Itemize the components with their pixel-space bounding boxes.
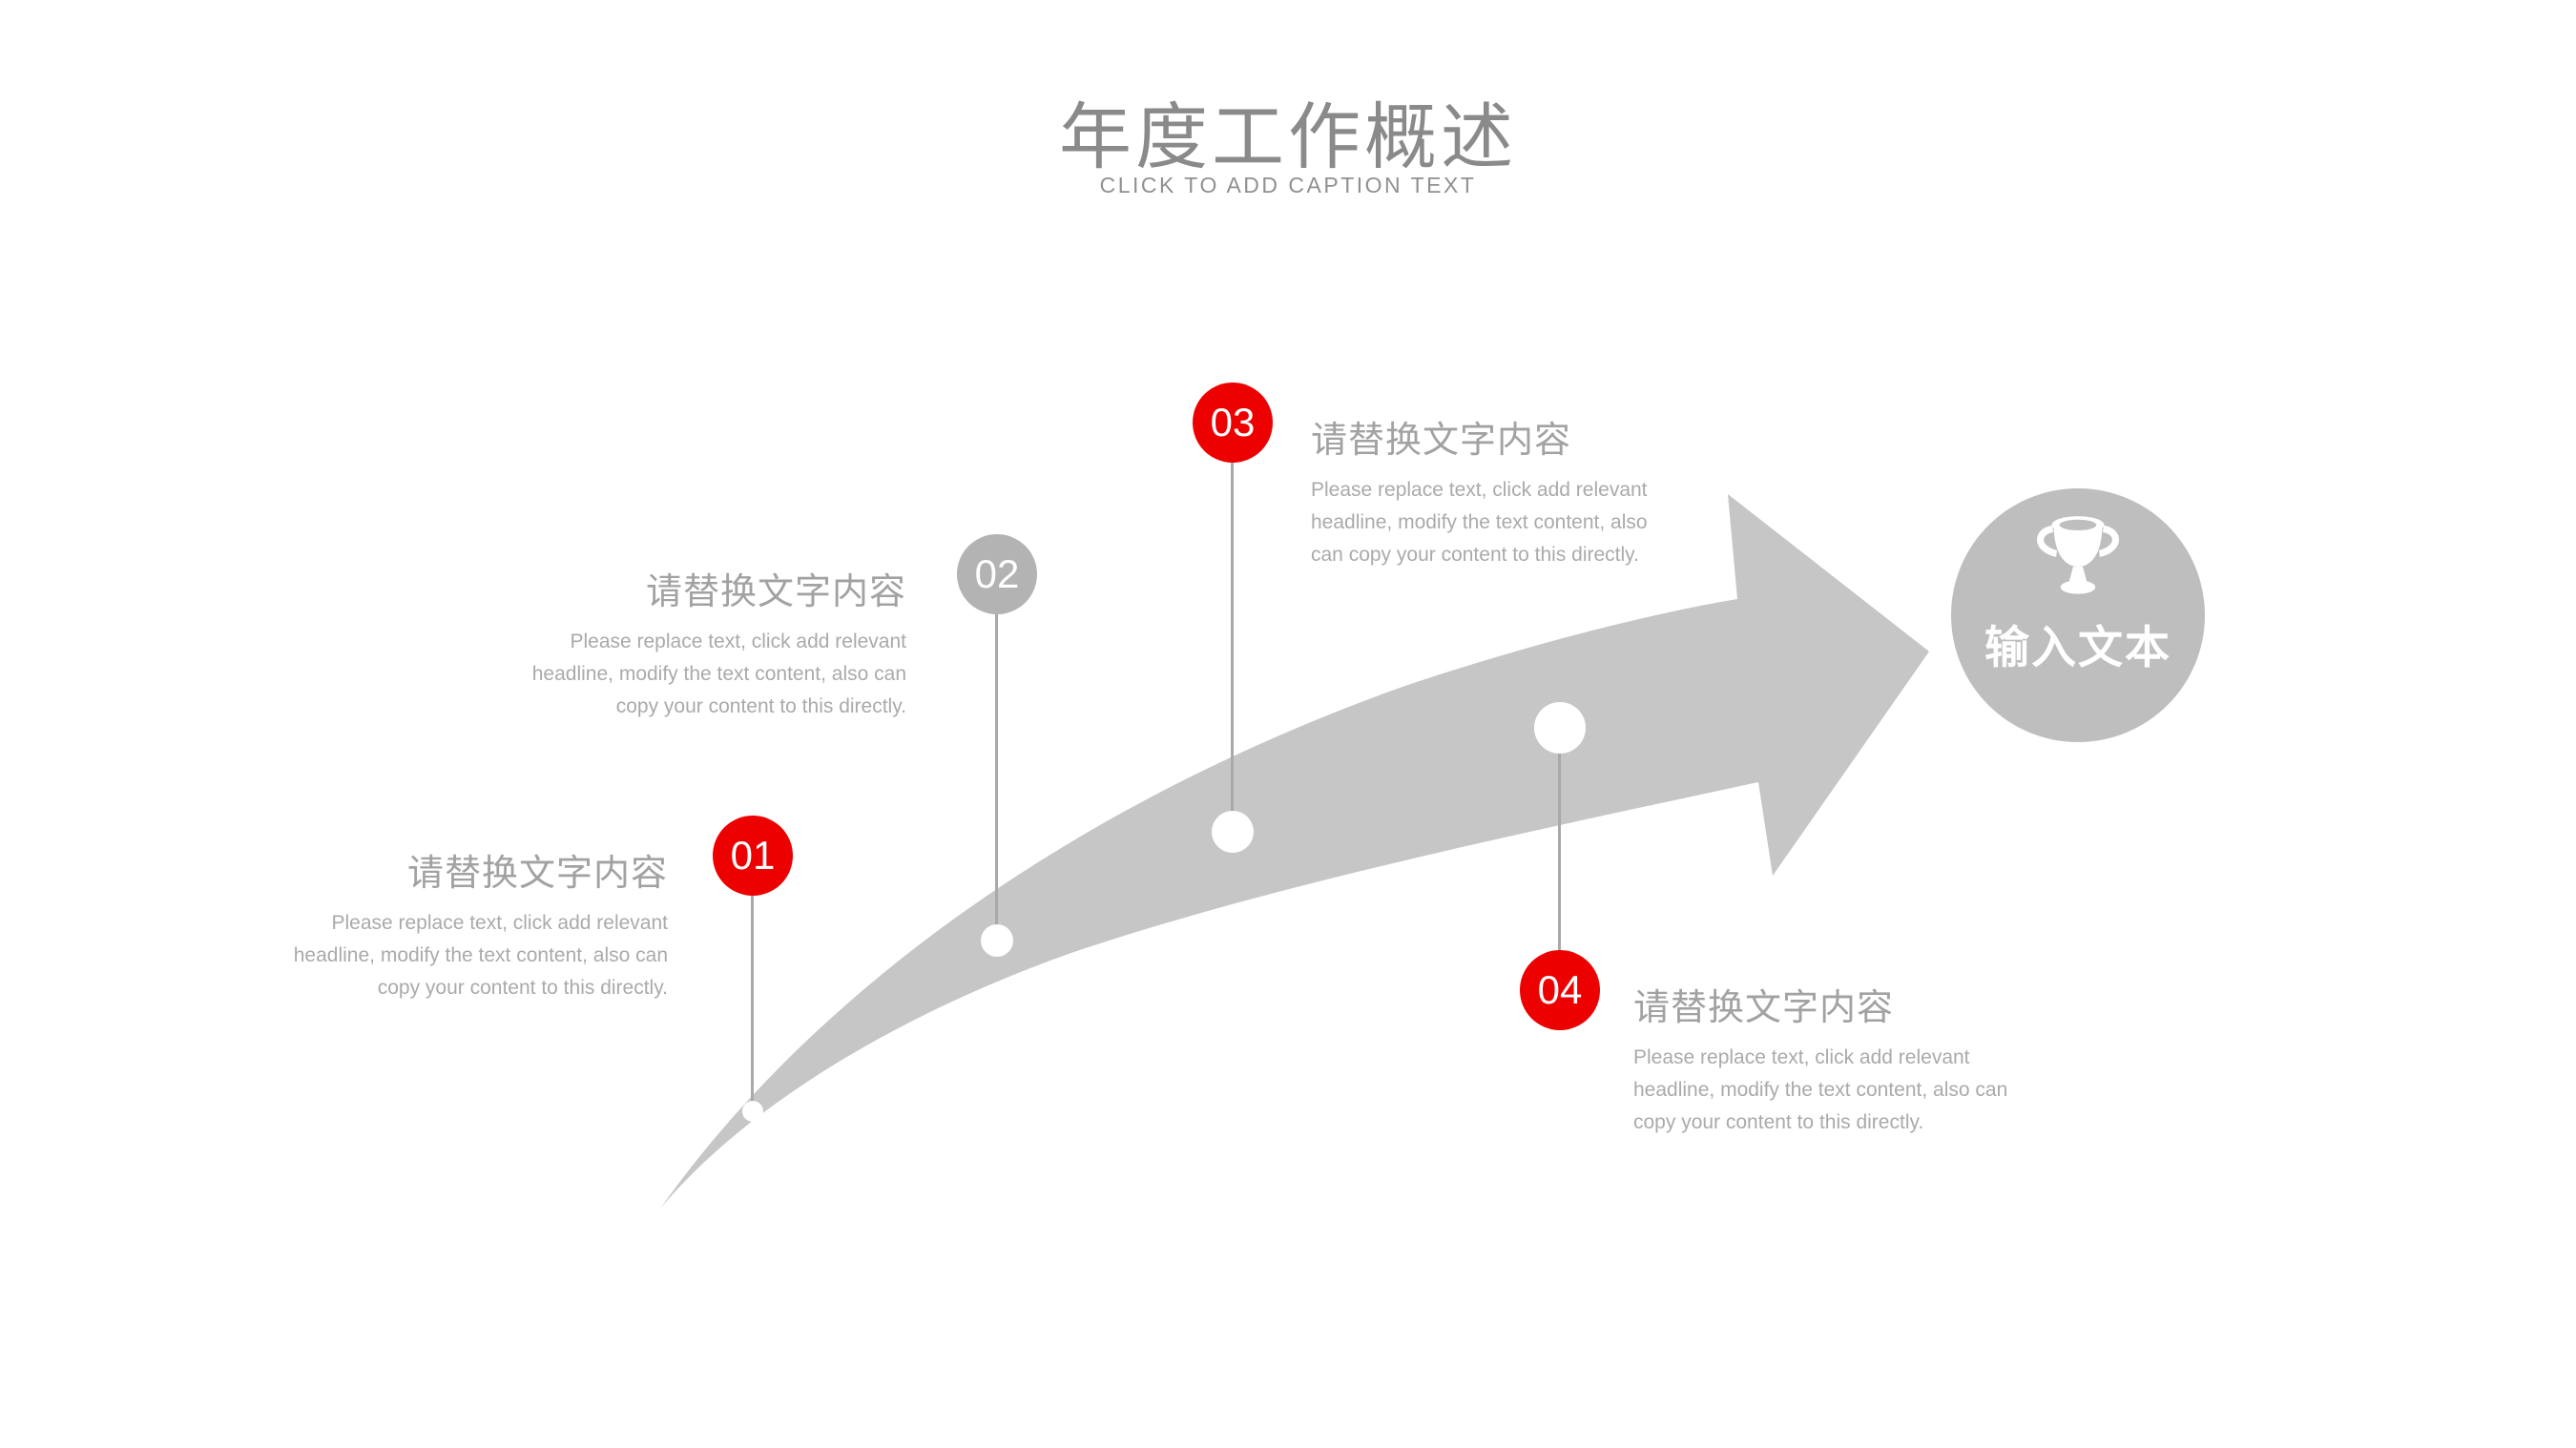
step-03-heading: 请替换文字内容 <box>1311 421 1572 461</box>
step-02-text-block: 请替换文字内容 Please replace text, click add r… <box>410 570 906 723</box>
step-01-text-block: 请替换文字内容 Please replace text, click add r… <box>172 852 668 1004</box>
step-04-body-line: headline, modify the text content, also … <box>1633 1079 2008 1101</box>
step-02-body-line: copy your content to this directly. <box>615 695 906 717</box>
slide-title: 年度工作概述 <box>1059 97 1517 178</box>
step-03-body-line: Please replace text, click add relevant <box>1311 479 1648 501</box>
step-01-body-line: headline, modify the text content, also … <box>293 944 668 966</box>
step-03-body: Please replace text, click add relevant … <box>1311 474 1807 571</box>
step-01-connector-line <box>751 896 754 1102</box>
step-04-heading: 请替换文字内容 <box>1633 988 1895 1028</box>
step-03-text-block: 请替换文字内容 Please replace text, click add r… <box>1311 419 1807 571</box>
slide-subtitle: CLICK TO ADD CAPTION TEXT <box>1099 173 1477 197</box>
step-04-text-block: 请替换文字内容 Please replace text, click add r… <box>1633 986 2149 1139</box>
step-04-body-line: copy your content to this directly. <box>1633 1111 1924 1133</box>
step-04-body-line: Please replace text, click add relevant <box>1633 1046 1970 1068</box>
step-02-number-badge: 02 <box>957 534 1037 614</box>
step-03-body-line: can copy your content to this directly. <box>1311 544 1639 566</box>
step-03-arrow-node-dot <box>1212 811 1254 853</box>
step-03-connector-line <box>1231 463 1234 812</box>
step-02-arrow-node-dot <box>981 924 1013 957</box>
step-02-connector-line <box>995 614 998 925</box>
step-03-number-badge: 03 <box>1193 383 1273 463</box>
step-02-body-line: headline, modify the text content, also … <box>531 663 906 685</box>
step-04-connector-line <box>1558 753 1561 951</box>
step-01-body-line: copy your content to this directly. <box>377 977 668 999</box>
step-01-heading: 请替换文字内容 <box>406 854 668 894</box>
step-03-body-line: headline, modify the text content, also <box>1311 511 1648 533</box>
step-02-body-line: Please replace text, click add relevant <box>570 631 906 652</box>
step-02-body: Please replace text, click add relevant … <box>410 626 906 723</box>
step-01-arrow-node-dot <box>742 1101 763 1122</box>
step-04-body: Please replace text, click add relevant … <box>1633 1042 2149 1139</box>
goal-label: 输入文本 <box>1984 622 2171 672</box>
step-02-heading: 请替换文字内容 <box>645 572 906 612</box>
step-04-number-badge: 04 <box>1520 950 1600 1030</box>
goal-circle: 输入文本 <box>1951 488 2205 742</box>
step-04-arrow-node-dot <box>1534 702 1586 754</box>
step-01-number-badge: 01 <box>713 816 793 896</box>
step-01-body: Please replace text, click add relevant … <box>172 907 668 1004</box>
step-01-body-line: Please replace text, click add relevant <box>331 912 668 934</box>
trophy-icon <box>2037 516 2119 594</box>
